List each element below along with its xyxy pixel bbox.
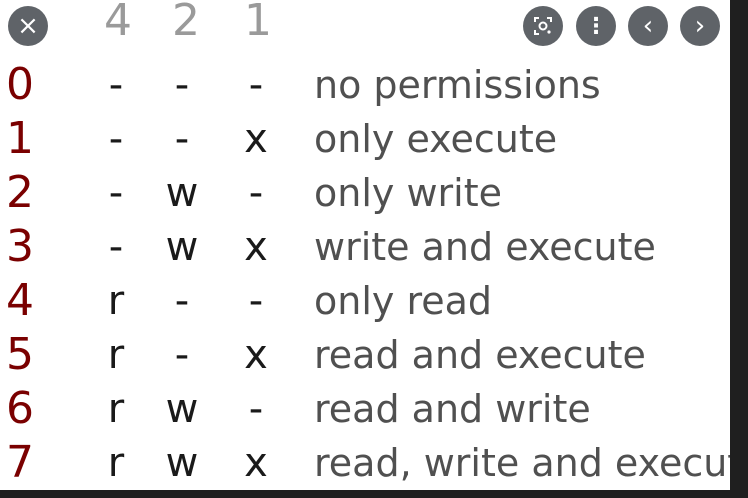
row-description: read and write (314, 387, 591, 431)
write-flag: - (174, 116, 190, 162)
chevron-left-icon: ‹ (642, 11, 654, 41)
write-flag: w (165, 386, 199, 432)
visual-search-button[interactable] (523, 6, 563, 46)
row-number: 7 (6, 437, 34, 488)
execute-flag: - (248, 278, 264, 324)
table-row: 3 - w x write and execute (0, 220, 730, 274)
row-description: write and execute (314, 225, 656, 269)
chevron-right-icon: › (694, 11, 706, 41)
table-row: 2 - w - only write (0, 166, 730, 220)
row-description: only execute (314, 117, 558, 161)
close-button[interactable]: × (8, 6, 48, 46)
write-flag: - (174, 62, 190, 108)
row-number: 0 (6, 59, 34, 110)
bit-value-header: 4 2 1 (0, 0, 730, 50)
read-flag: r (107, 440, 125, 486)
table-row: 7 r w x read, write and execute (0, 436, 730, 490)
read-flag: r (107, 386, 125, 432)
execute-flag: x (244, 332, 268, 378)
row-description: read and execute (314, 333, 646, 377)
row-description: no permissions (314, 63, 601, 107)
table-row: 1 - - x only execute (0, 112, 730, 166)
table-row: 5 r - x read and execute (0, 328, 730, 382)
header-digit-2: 2 (172, 0, 200, 46)
lens-icon (534, 17, 552, 35)
read-flag: - (108, 224, 124, 270)
more-vert-icon: ⋮ (585, 13, 607, 39)
table-row: 0 - - - no permissions (0, 58, 730, 112)
row-description: only read (314, 279, 493, 323)
execute-flag: x (244, 440, 268, 486)
execute-flag: - (248, 62, 264, 108)
execute-flag: x (244, 116, 268, 162)
permissions-image: 4 2 1 0 - - - no permissions 1 - - x onl… (0, 0, 730, 490)
next-button[interactable]: › (680, 6, 720, 46)
row-number: 6 (6, 383, 34, 434)
header-digit-4: 4 (104, 0, 132, 46)
row-description: read, write and execute (314, 441, 730, 485)
write-flag: w (165, 224, 199, 270)
previous-button[interactable]: ‹ (628, 6, 668, 46)
viewer-frame-right (730, 0, 748, 498)
read-flag: - (108, 116, 124, 162)
row-description: only write (314, 171, 502, 215)
table-row: 6 r w - read and write (0, 382, 730, 436)
read-flag: - (108, 170, 124, 216)
write-flag: - (174, 332, 190, 378)
close-icon: × (17, 11, 39, 41)
row-number: 2 (6, 167, 34, 218)
execute-flag: x (244, 224, 268, 270)
read-flag: r (107, 332, 125, 378)
execute-flag: - (248, 386, 264, 432)
header-digit-1: 1 (244, 0, 272, 46)
row-number: 1 (6, 113, 34, 164)
row-number: 4 (6, 275, 34, 326)
row-number: 3 (6, 221, 34, 272)
write-flag: w (165, 440, 199, 486)
read-flag: r (107, 278, 125, 324)
write-flag: w (165, 170, 199, 216)
write-flag: - (174, 278, 190, 324)
more-options-button[interactable]: ⋮ (576, 6, 616, 46)
row-number: 5 (6, 329, 34, 380)
viewer-frame-bottom (0, 490, 748, 498)
execute-flag: - (248, 170, 264, 216)
table-row: 4 r - - only read (0, 274, 730, 328)
read-flag: - (108, 62, 124, 108)
